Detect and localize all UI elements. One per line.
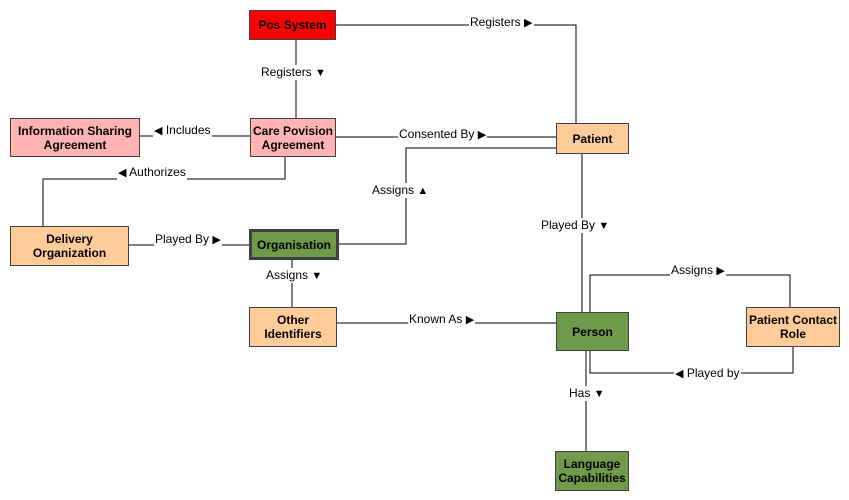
edge-label-person-assigns-contactrole: Assigns ▶ (670, 263, 726, 278)
arrow-down-icon: ▼ (315, 67, 326, 79)
edge-label-text: Registers (470, 15, 521, 29)
edge-label-text: Assigns (671, 263, 714, 277)
edge-label-text: Consented By (399, 127, 475, 141)
node-information-sharing-agreement[interactable]: Information Sharing Agreement (10, 118, 140, 157)
edge-label-contactrole-played-by-person: ◀ Played by (674, 366, 741, 381)
edge-label-text: Has (569, 386, 591, 400)
arrow-left-icon: ◀ (675, 368, 684, 380)
edge-label-text: Registers (261, 65, 312, 79)
edge-label-text: Played By (541, 218, 596, 232)
edge-label-text: Authorizes (129, 165, 186, 179)
arrow-down-icon: ▼ (593, 388, 605, 400)
edge-label-text: Known As (409, 312, 463, 326)
connector-pos-patient (336, 24, 577, 123)
node-person[interactable]: Person (556, 312, 629, 351)
edge-label-org-assigns-patient: Assigns ▲ (371, 183, 430, 198)
edge-label-cpa-includes-isa: ◀ Includes (153, 123, 212, 138)
node-patient-contact-role[interactable]: Patient Contact Role (746, 307, 840, 347)
edge-label-delivery-played-by-org: Played By ▶ (154, 232, 222, 247)
edge-label-org-assigns-identifiers: Assigns ▼ (265, 268, 324, 283)
edge-label-text: Includes (165, 123, 211, 137)
node-other-identifiers[interactable]: Other Identifiers (249, 307, 337, 347)
arrow-right-icon: ▶ (212, 234, 221, 246)
arrow-down-icon: ▼ (598, 220, 610, 232)
edge-label-text: Played by (686, 366, 740, 380)
arrow-right-icon: ▶ (716, 265, 725, 277)
arrow-right-icon: ▶ (465, 314, 475, 326)
edge-label-patient-played-by-person: Played By ▼ (540, 218, 611, 233)
arrow-right-icon: ▶ (524, 17, 533, 29)
arrow-left-icon: ◀ (154, 125, 163, 137)
edge-label-text: Assigns (372, 183, 415, 197)
node-pos-system[interactable]: Pos System (249, 10, 336, 40)
edge-label-cpa-consented-by-patient: Consented By ▶ (398, 127, 488, 142)
edge-label-identifiers-known-as-person: Known As ▶ (408, 312, 476, 327)
edge-label-cpa-authorizes-delivery: ◀ Authorizes (117, 165, 187, 180)
node-language-capabilities[interactable]: Language Capabilities (555, 451, 629, 491)
node-organisation[interactable]: Organisation (249, 229, 339, 260)
node-patient[interactable]: Patient (556, 123, 629, 154)
edge-label-person-has-language: Has ▼ (568, 386, 606, 401)
node-delivery-organization[interactable]: Delivery Organization (10, 226, 129, 266)
arrow-right-icon: ▶ (477, 129, 487, 141)
arrow-down-icon: ▼ (311, 270, 323, 282)
edge-label-text: Assigns (266, 268, 309, 282)
arrow-up-icon: ▲ (417, 185, 429, 197)
arrow-left-icon: ◀ (118, 167, 127, 179)
edge-label-pos-registers-patient: Registers ▶ (469, 15, 534, 30)
node-care-provision-agreement[interactable]: Care Povision Agreement (250, 118, 336, 157)
edge-label-text: Played By (155, 232, 210, 246)
edge-label-pos-registers-cpa: Registers ▼ (260, 65, 327, 80)
